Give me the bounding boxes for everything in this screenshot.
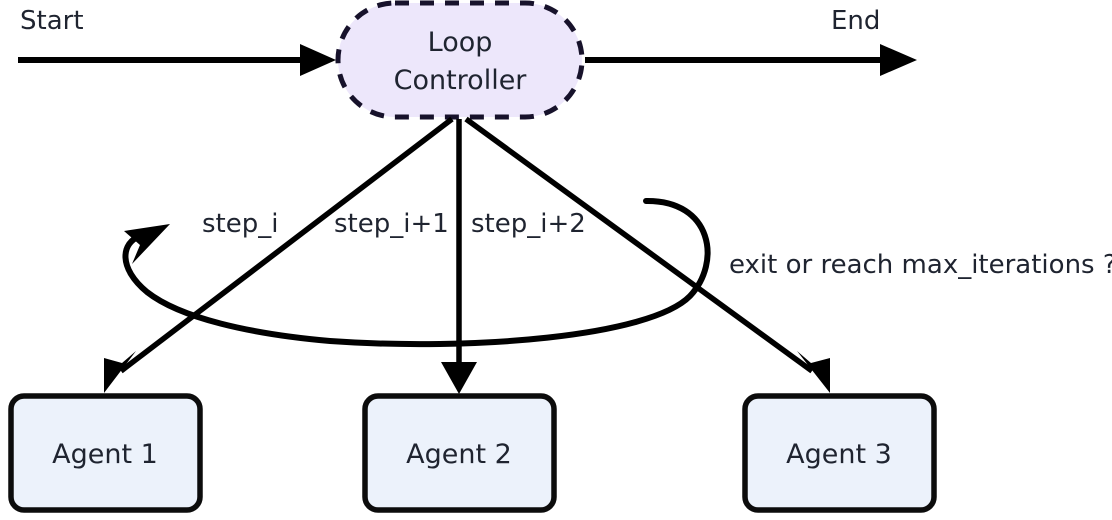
edge-agent-2-arrow-head [441,362,477,394]
edge-agent-1-line [119,116,454,374]
edge-agent-3-arrow-head [797,351,830,393]
agent-node-2[interactable]: Agent 2 [362,393,557,513]
agent-3-shape [742,393,937,513]
step-label-0: step_i [202,209,278,239]
start-label: Start [20,6,84,36]
feedback-loop-arrow-head [124,224,170,264]
end-label: End [831,6,880,36]
edge-controller-to-agent-3 [464,116,830,393]
step-label-1: step_i+1 [334,209,449,239]
start-arrow [18,44,336,76]
agent-1-shape [8,393,203,513]
agent-node-1[interactable]: Agent 1 [8,393,203,513]
edge-controller-to-agent-1 [104,116,454,393]
agent-2-shape [362,393,557,513]
loop-controller-node[interactable]: Loop Controller [335,0,585,120]
edge-controller-to-agent-2 [441,119,477,394]
loop-controller-shape [335,0,585,120]
loop-controller-label-line1: Loop [428,27,493,58]
start-arrow-head [300,44,336,76]
feedback-loop-curve [122,197,711,348]
end-arrow-head [880,44,917,76]
agent-3-label: Agent 3 [786,439,892,470]
feedback-condition-label: exit or reach max_iterations ? [729,250,1112,280]
edge-agent-1-arrow-head [104,351,136,393]
step-label-2: step_i+2 [471,209,586,239]
agent-2-label: Agent 2 [406,439,512,470]
agent-1-label: Agent 1 [52,439,158,470]
feedback-loop-edge [122,197,711,348]
edge-agent-3-line [464,116,814,374]
agent-node-3[interactable]: Agent 3 [742,393,937,513]
end-arrow [585,44,917,76]
loop-controller-label-line2: Controller [394,65,528,96]
